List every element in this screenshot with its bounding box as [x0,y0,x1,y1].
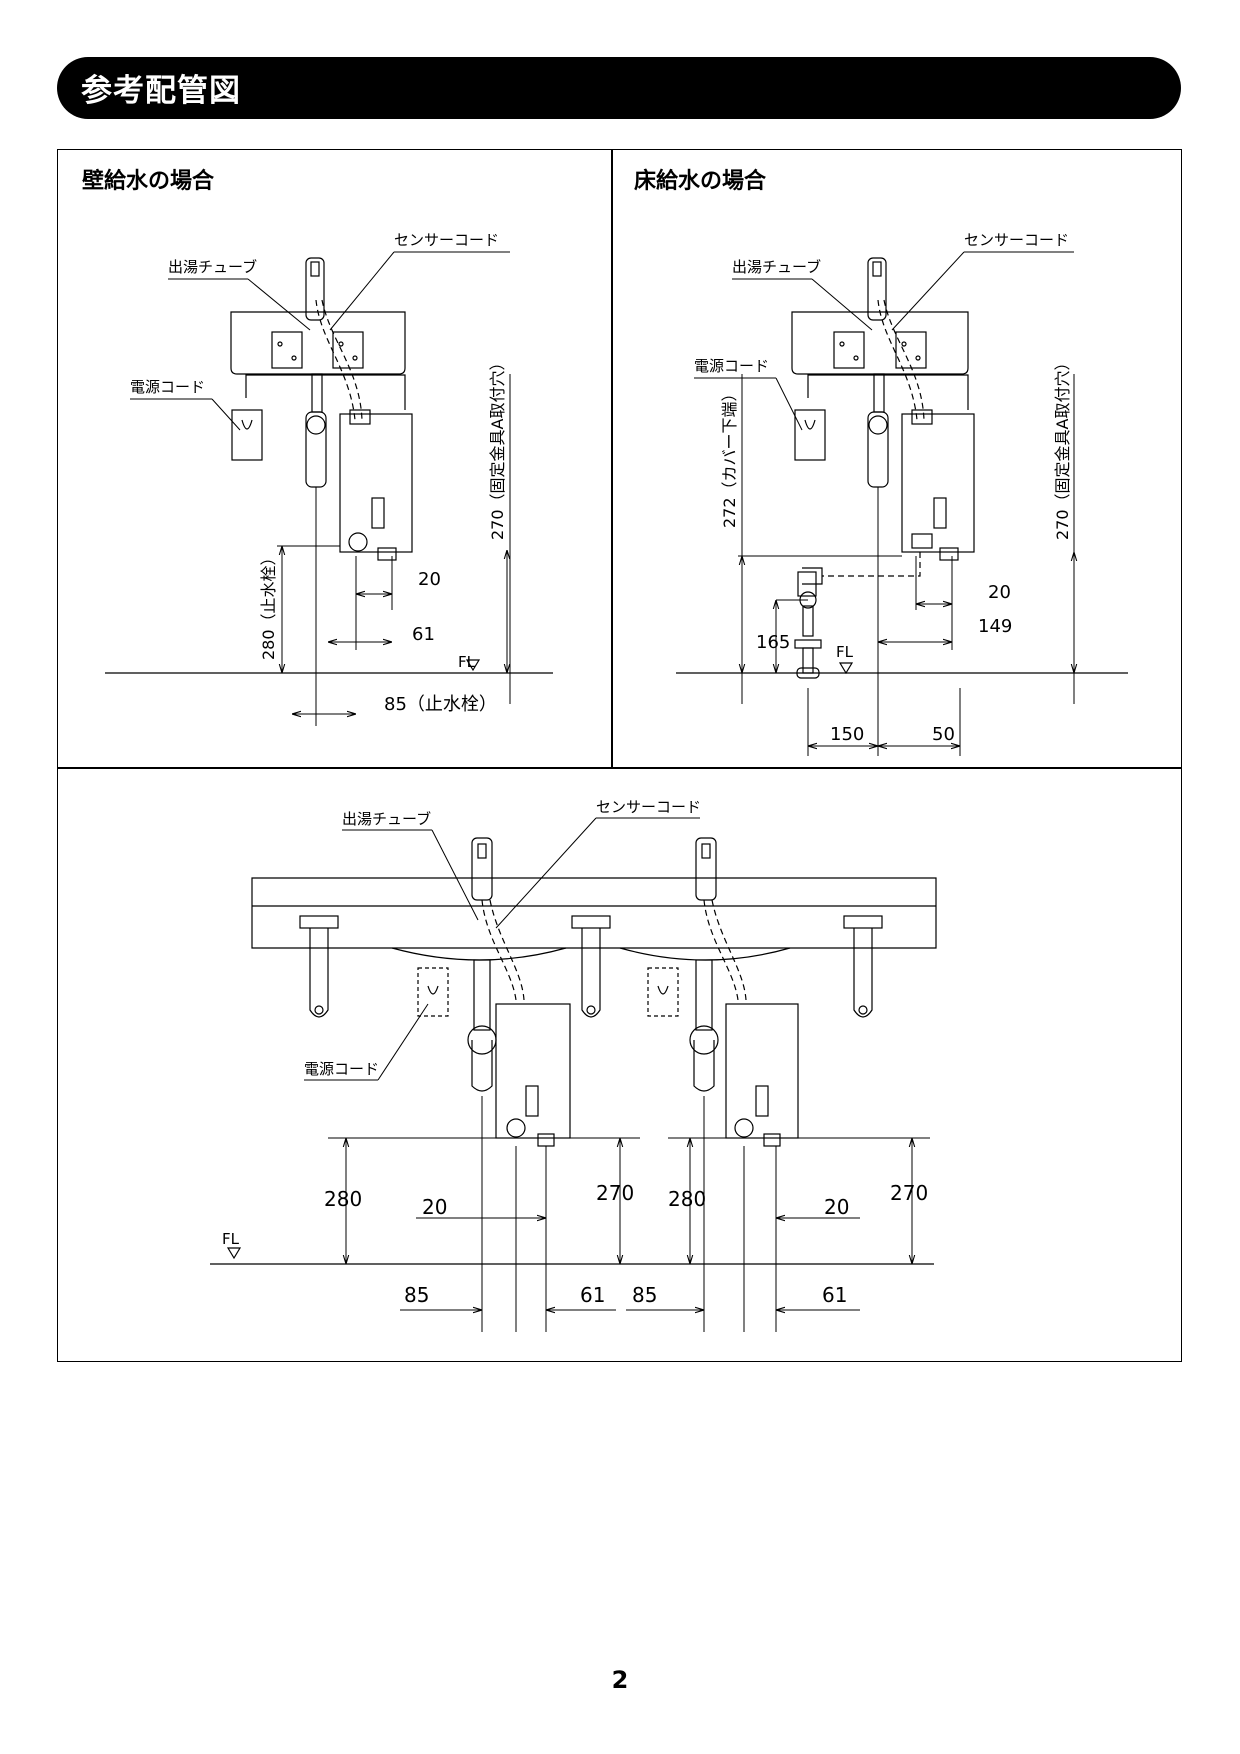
basin-left [391,947,567,961]
heater-unit-left [495,1003,571,1139]
faucet [305,257,325,321]
wall-hot-tube-label: 出湯チューブ [168,258,257,276]
power-outlet [231,409,263,461]
heater-unit [339,413,413,553]
panel-divider-vertical [611,149,613,768]
floor-dimensions [738,374,1074,756]
page-number: 2 [611,1666,629,1694]
section-title: 参考配管図 [81,73,241,109]
faucet-right [695,837,717,901]
floor-sensor-cord-label: センサーコード [964,231,1069,249]
counter-left-dim-280: 280 [324,1187,362,1211]
floor-dim-272: 272（カバー下端） [720,385,739,528]
floor-hot-tube-label: 出湯チューブ [732,258,821,276]
bracket [299,915,339,1018]
wall-power-cord-label: 電源コード [130,378,205,396]
floor-dim-149: 149 [978,616,1012,637]
counter-left-dim-270: 270 [596,1181,634,1205]
floor-panel-title: 床給水の場合 [634,169,767,194]
faucet-sensor [310,261,320,277]
heater-unit-right [725,1003,799,1139]
wall-sensor-cord-label: センサーコード [394,231,499,249]
power-outlet-left [417,967,449,1017]
wall-supply-diagram [105,257,553,674]
bracket-left [271,331,303,369]
floor-dim-150: 150 [830,724,864,745]
counter-top [251,877,937,949]
counter-fl-label: FL [222,1230,240,1248]
counter-power-cord-label: 電源コード [304,1060,379,1078]
floor-supply-tube [822,552,921,577]
wall-dim-20: 20 [418,569,441,590]
power-outlet-right [647,967,679,1017]
bracket [843,915,883,1018]
wall-dim-85: 85（止水栓） [384,694,497,715]
floor-dim-50: 50 [932,724,955,745]
counter-right-dim-270: 270 [890,1181,928,1205]
counter-right-dim-85: 85 [632,1283,657,1307]
counter-left-dim-61: 61 [580,1283,605,1307]
floor-dim-270: 270（固定金具A取付穴） [1053,355,1072,541]
counter-right-dim-61: 61 [822,1283,847,1307]
drain-pipe [311,373,323,413]
wall-dim-270: 270（固定金具A取付穴） [488,355,507,541]
section-header: 参考配管図 [57,57,1181,119]
counter-dimensions [328,1096,930,1332]
wall-dimensions [277,374,511,726]
faucet [867,257,887,321]
heater-switch [371,497,385,529]
counter-right-dim-20: 20 [824,1195,849,1219]
wall-panel-title: 壁給水の場合 [82,169,215,194]
bracket-right [332,331,364,369]
faucet-left [471,837,493,901]
counter-diagram [210,837,937,1265]
floor-supply-diagram [676,257,1128,679]
floor-fl-label: FL [836,643,854,661]
floor-counter [791,311,969,375]
drain-trap [305,411,327,488]
wall-dim-61: 61 [412,624,435,645]
counter-sensor-cord-label: センサーコード [596,798,701,816]
wall-dim-280: 280（止水栓） [259,549,278,660]
counter-left-dim-85: 85 [404,1283,429,1307]
power-outlet [794,409,826,461]
counter-left-dim-20: 20 [422,1195,447,1219]
heater-unit [901,413,975,553]
floor-power-cord-label: 電源コード [694,357,769,375]
basin-right [619,947,791,961]
counter-right-dim-280: 280 [668,1187,706,1211]
floor-dim-20: 20 [988,582,1011,603]
wall-fl-label: FL [458,653,476,671]
hot-water-tube [315,299,356,421]
bracket [571,915,611,1018]
floor-dim-165: 165 [756,632,790,653]
counter-hot-tube-label: 出湯チューブ [342,810,431,828]
panel-divider-horizontal [57,767,1182,769]
wall-counter [230,311,406,375]
diagram-frame [57,149,1182,1362]
